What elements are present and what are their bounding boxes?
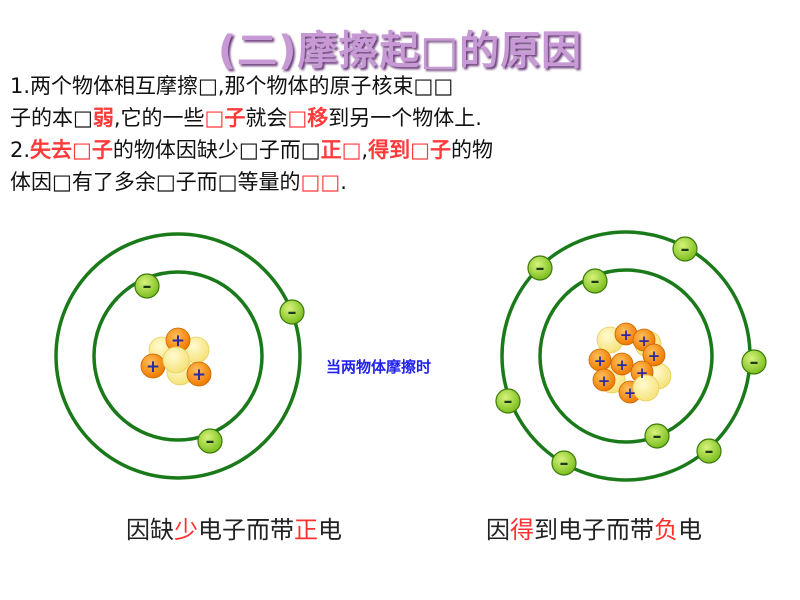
proton [186, 361, 212, 387]
electron: – [582, 268, 608, 294]
text-highlight: □子 [204, 106, 246, 130]
text-line-1: 1.两个物体相互摩擦□,那个物体的原子核束□□ [10, 70, 670, 102]
right-caption: 因得到电子而带负电 [486, 510, 702, 545]
text-seg: 的物 [450, 138, 493, 162]
explanation-text: 1.两个物体相互摩擦□,那个物体的原子核束□□ 子的本□弱,它的一些□子就会□移… [10, 70, 670, 198]
proton-sign: + [638, 332, 651, 350]
text-highlight: 正□ [320, 138, 362, 162]
neutron [632, 374, 660, 402]
text-seg: 体因□有了多余□子而□等量的 [10, 170, 301, 194]
caption-highlight: 得 [510, 516, 534, 544]
caption-highlight: 少 [174, 516, 198, 544]
proton [610, 352, 634, 376]
electron-sign: – [705, 441, 714, 462]
electron: – [741, 349, 767, 375]
caption-seg: 到电子而带 [534, 516, 654, 544]
proton-sign: + [648, 347, 661, 365]
middle-label: 当两物体摩擦时 [326, 358, 432, 376]
nucleus: + + + + + + + + [588, 322, 672, 404]
caption-seg: 电 [318, 516, 342, 544]
electron: – [134, 273, 160, 299]
electron-sign: – [206, 431, 215, 452]
text-seg: 子的本□ [10, 106, 93, 130]
caption-highlight: 负 [654, 516, 678, 544]
electron-sign: – [560, 453, 569, 474]
electron-sign: – [653, 426, 662, 447]
proton-sign: + [192, 365, 206, 385]
proton-sign: + [598, 372, 611, 390]
text-highlight: □移 [287, 106, 329, 130]
electron: – [672, 236, 698, 262]
text-seg: ,它的一些 [113, 106, 205, 130]
text-highlight: 弱 [92, 106, 114, 130]
text-highlight: 得到□子 [368, 138, 451, 162]
electron: – [551, 450, 577, 476]
text-seg: . [340, 170, 347, 194]
electron-sign: – [591, 271, 600, 292]
electron: – [527, 255, 553, 281]
caption-seg: 电子而带 [198, 516, 294, 544]
proton-sign: + [171, 331, 185, 351]
left-atom: + + + – – – [54, 232, 305, 480]
text-highlight: 失去□子 [30, 138, 113, 162]
caption-highlight: 正 [294, 516, 318, 544]
proton-sign: + [636, 364, 649, 382]
inner-orbit [538, 268, 714, 444]
text-seg: , [361, 138, 369, 162]
nucleus: + + + [140, 327, 212, 387]
electron: – [495, 388, 521, 414]
text-seg: 就会 [245, 106, 288, 130]
inner-orbit [92, 270, 264, 442]
electron-sign: – [504, 391, 513, 412]
caption-seg: 因缺 [126, 516, 174, 544]
caption-seg: 电 [678, 516, 702, 544]
neutron [162, 346, 190, 374]
electron-sign: – [536, 258, 545, 279]
right-atom: + + + + + + + + – – – – – – – – [495, 230, 767, 482]
caption-seg: 因 [486, 516, 510, 544]
text-seg: 1.两个物体相互摩擦□,那个物体的原子核束□□ [10, 74, 454, 98]
text-line-3: 2.失去□子的物体因缺少□子而□正□,得到□子的物 [10, 134, 670, 166]
proton-sign: + [146, 357, 160, 377]
page-title: (二)摩擦起□的原因 [217, 28, 583, 74]
left-caption: 因缺少电子而带正电 [126, 510, 342, 545]
text-highlight: □□ [300, 170, 341, 194]
electron: – [696, 438, 722, 464]
electron: – [644, 423, 670, 449]
proton-sign: + [620, 326, 633, 344]
outer-orbit [54, 232, 302, 480]
proton-sign: + [624, 384, 637, 402]
text-seg: 的物体因缺少□子而□ [112, 138, 321, 162]
electron-sign: – [681, 239, 690, 260]
proton-sign: + [616, 356, 629, 374]
text-seg: 到另一个物体上. [328, 106, 482, 130]
electron: – [197, 428, 223, 454]
proton [592, 368, 616, 392]
electron-sign: – [750, 352, 759, 373]
electron-sign: – [143, 276, 152, 297]
text-line-2: 子的本□弱,它的一些□子就会□移到另一个物体上. [10, 102, 670, 134]
proton [642, 343, 666, 367]
electron: – [279, 299, 305, 325]
electron-sign: – [288, 302, 297, 323]
text-line-4: 体因□有了多余□子而□等量的□□. [10, 166, 670, 198]
proton-sign: + [594, 352, 607, 370]
text-seg: 2. [10, 138, 31, 162]
